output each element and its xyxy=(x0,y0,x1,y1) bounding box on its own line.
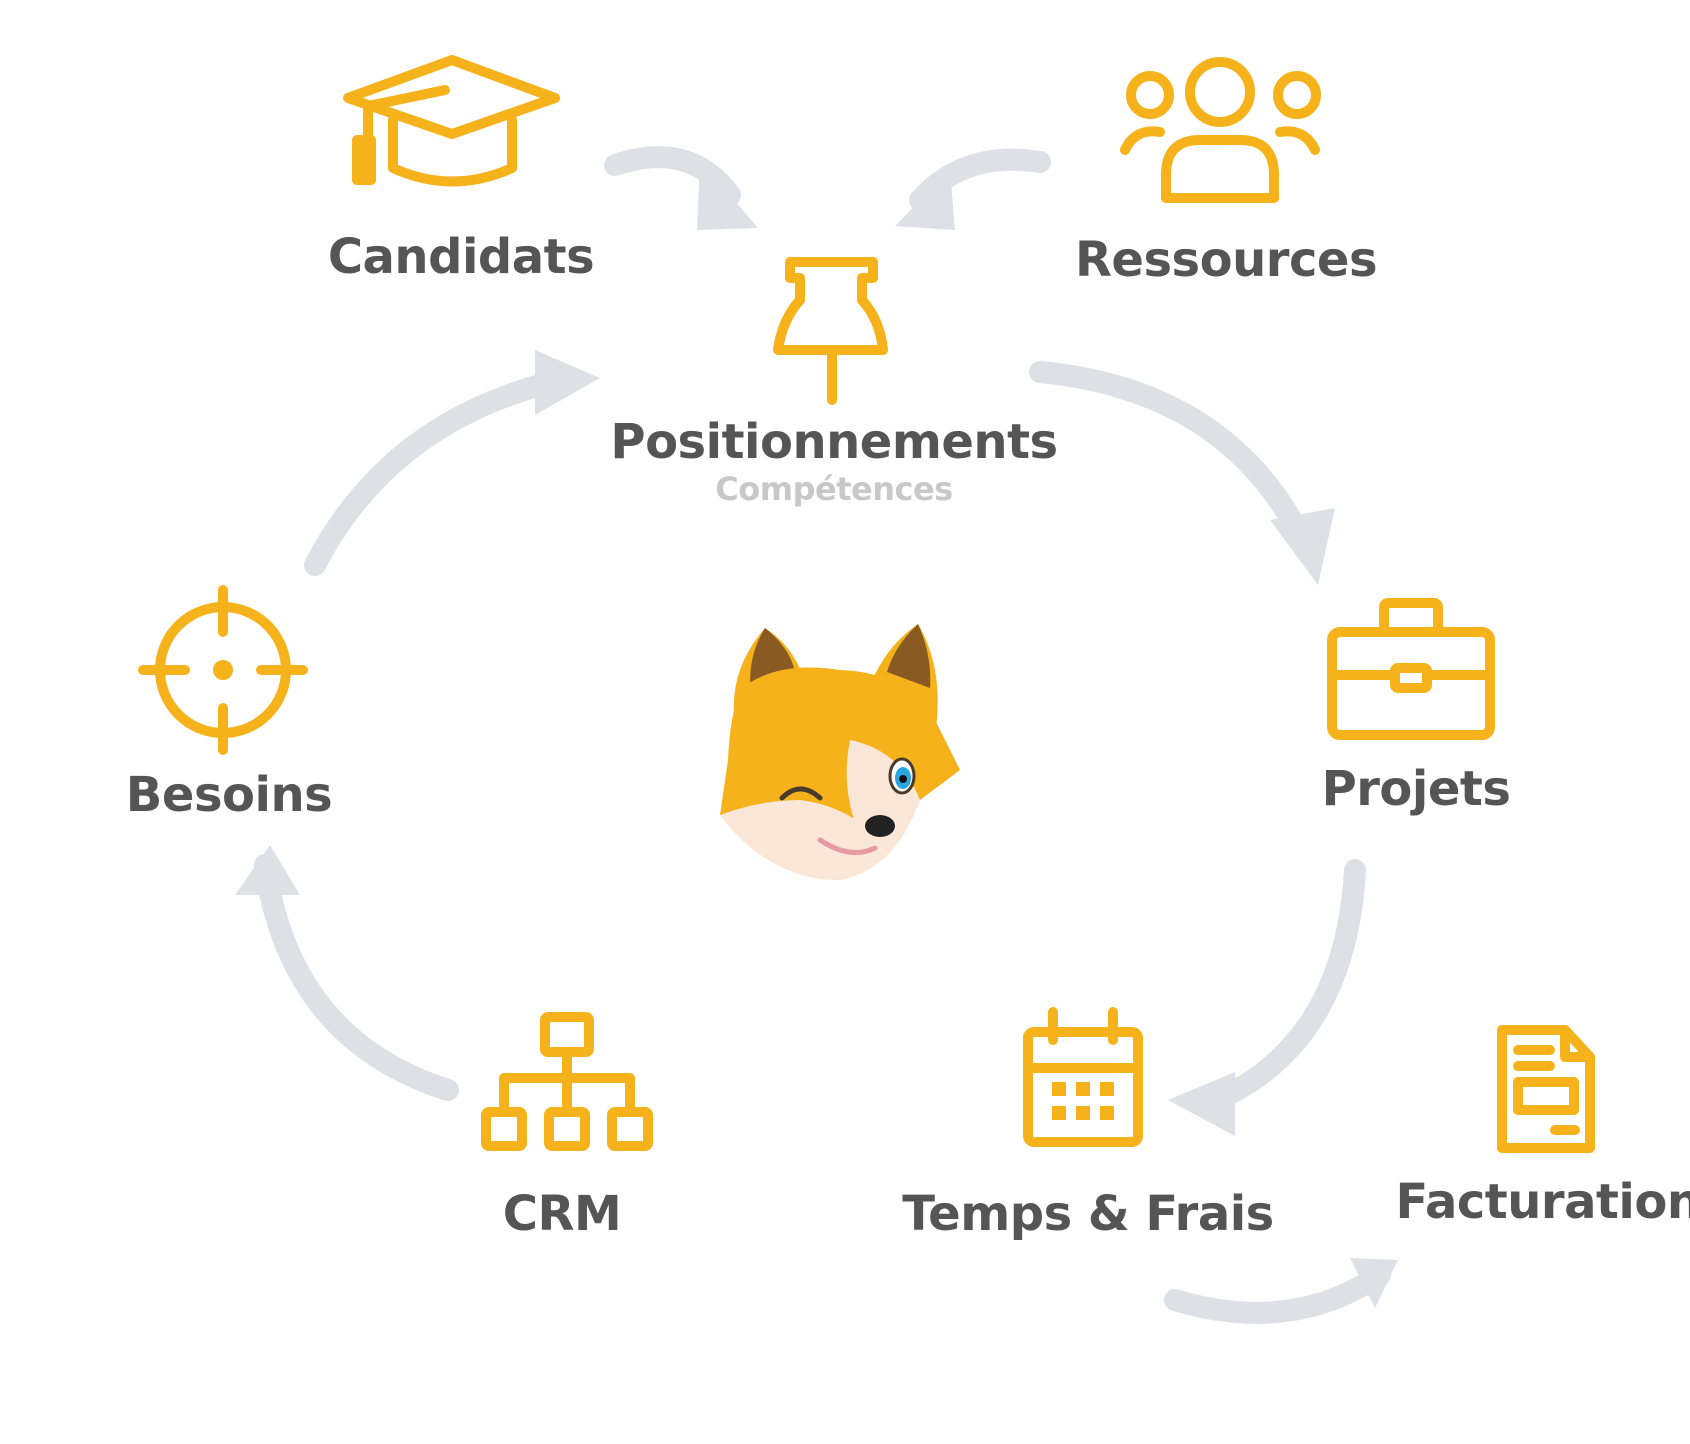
node-sublabel-competences: Compétences xyxy=(715,470,953,508)
arrow-crm-to-besoins xyxy=(254,854,459,1101)
arrowhead-temps-facturation xyxy=(1350,1258,1398,1308)
arrowhead-ressources xyxy=(895,170,955,230)
graduation-cap-icon xyxy=(343,55,560,187)
arrow-besoins-to-positionnements xyxy=(304,369,571,576)
node-label-crm: CRM xyxy=(502,1186,622,1242)
node-label-ressources: Ressources xyxy=(1074,232,1378,288)
pushpin-icon xyxy=(773,257,888,405)
node-label-temps-frais: Temps & Frais xyxy=(902,1186,1274,1242)
node-label-candidats: Candidats xyxy=(327,229,595,285)
arrowhead-positionnements-projets xyxy=(1270,508,1335,585)
briefcase-icon xyxy=(1327,598,1495,740)
arrow-candidats-to-positionnements xyxy=(604,146,741,206)
arrowhead-besoins-positionnements xyxy=(535,350,600,415)
arrowhead-crm-besoins xyxy=(235,845,300,895)
node-label-projets: Projets xyxy=(1321,761,1511,817)
calendar-icon xyxy=(1023,1007,1143,1147)
org-chart-icon xyxy=(481,1012,653,1151)
arrow-positionnements-to-projets xyxy=(1029,361,1316,556)
arrow-temps-frais-to-facturation xyxy=(1164,1264,1391,1324)
arrow-ressources-to-positionnements xyxy=(909,148,1051,211)
target-icon xyxy=(138,585,308,755)
invoice-icon xyxy=(1497,1025,1595,1153)
node-label-positionnements: Positionnements xyxy=(610,414,1058,470)
arrow-projets-to-temps-frais xyxy=(1194,859,1366,1116)
arrowhead-projets-temps xyxy=(1168,1072,1235,1136)
arrowhead-candidats xyxy=(697,160,758,230)
node-label-besoins: Besoins xyxy=(125,767,333,823)
node-label-facturation: Facturation xyxy=(1395,1174,1690,1230)
users-icon xyxy=(1120,57,1321,203)
